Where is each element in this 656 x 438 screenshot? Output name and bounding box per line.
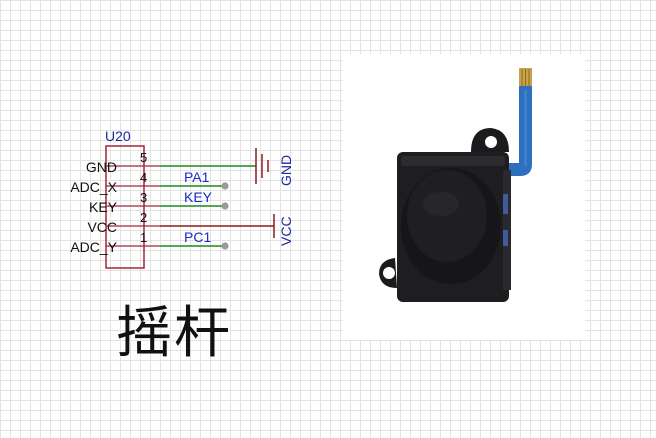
caption-text: 摇杆	[116, 301, 232, 366]
joystick-photo	[343, 54, 585, 340]
component-ref: U20	[105, 128, 131, 144]
net-end-pc1	[221, 242, 229, 250]
pin-num-1: 1	[140, 230, 147, 245]
net-end-key	[221, 202, 229, 210]
pin-label-2: VCC	[87, 219, 117, 235]
pin-num-2: 2	[140, 210, 147, 225]
pin-num-3: 3	[140, 190, 147, 205]
joystick-illustration	[379, 68, 532, 302]
gnd-symbol	[255, 148, 269, 184]
pin-num-4: 4	[140, 170, 147, 185]
component-body	[105, 145, 145, 269]
pin-num-5: 5	[140, 150, 147, 165]
pin-label-4: ADC_X	[70, 179, 117, 195]
net-label-pc1: PC1	[184, 229, 211, 245]
net-label-pa1: PA1	[184, 169, 210, 185]
gnd-label: GND	[278, 155, 294, 186]
pin-label-5: GND	[86, 159, 117, 175]
pin-label-1: ADC_Y	[70, 239, 117, 255]
net-label-key: KEY	[184, 189, 213, 205]
pin-label-3: KEY	[89, 199, 118, 215]
net-end-pa1	[221, 182, 229, 190]
vcc-label: VCC	[278, 216, 294, 246]
